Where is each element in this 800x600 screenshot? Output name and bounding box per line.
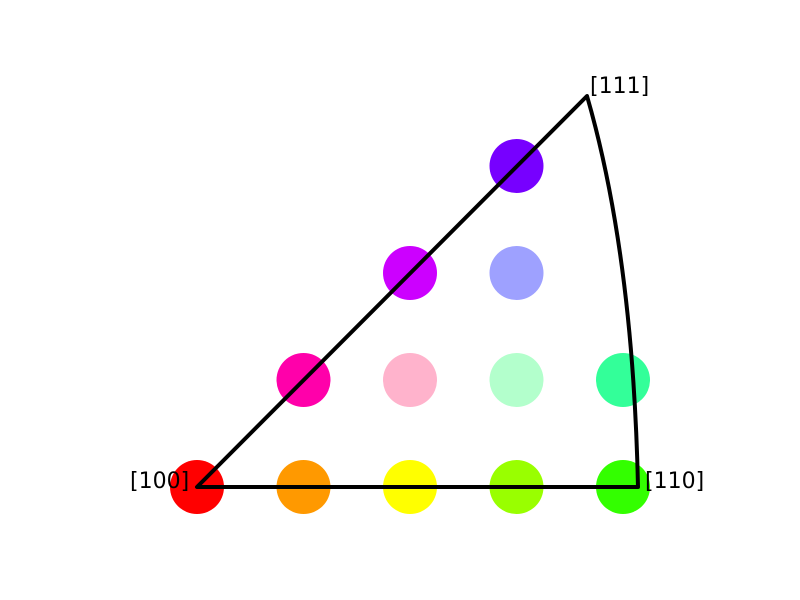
stereographic-triangle-outline [195, 94, 640, 489]
corner-label-111: [111] [590, 74, 649, 99]
orientation-dot-r2-c3 [489, 246, 544, 300]
orientation-dot-r1-c3 [489, 353, 544, 407]
orientation-dots [170, 139, 650, 514]
corner-label-110: [110] [645, 469, 704, 494]
orientation-dot-r1-c2 [383, 353, 437, 407]
corner-label-100: [100] [130, 469, 189, 494]
orientation-dot-r1-c4 [596, 353, 650, 407]
